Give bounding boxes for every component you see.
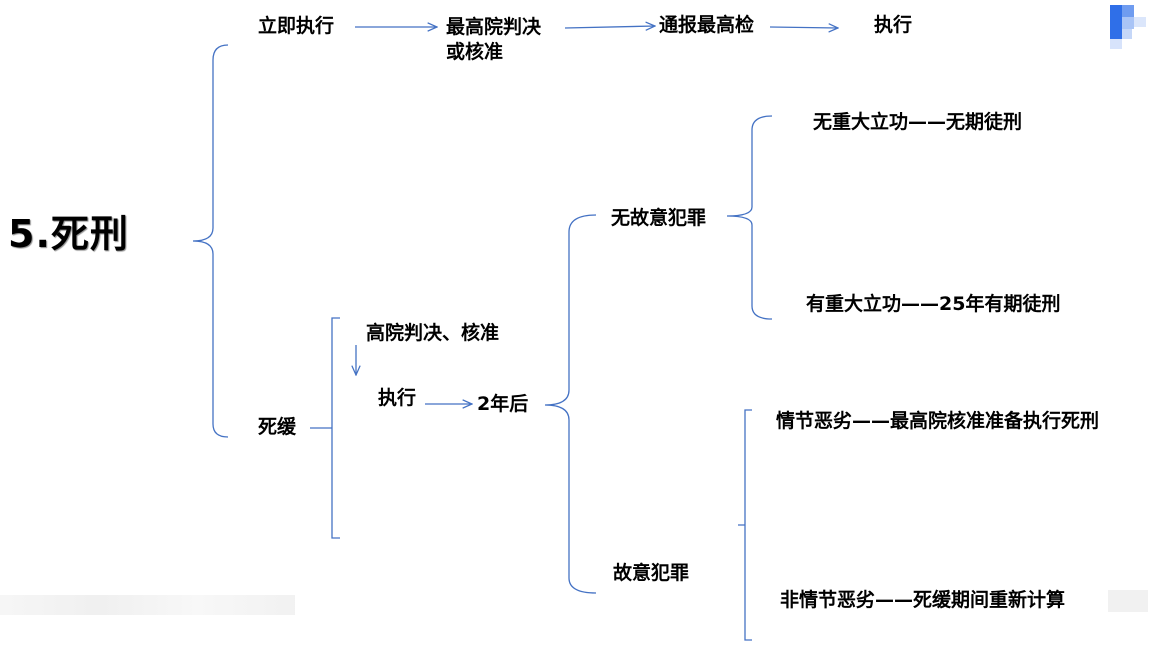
intent-label: 故意犯罪 xyxy=(613,562,690,584)
immediate-step3: 执行 xyxy=(874,14,913,36)
blur-artifact xyxy=(1108,590,1148,612)
no-intent-label: 无故意犯罪 xyxy=(611,207,707,229)
logo-icon xyxy=(1110,5,1146,49)
no-intent-merit: 有重大立功——25年有期徒刑 xyxy=(806,293,1061,315)
immediate-step2: 通报最高检 xyxy=(659,14,755,36)
suspended-execute: 执行 xyxy=(378,387,417,409)
suspended-label: 死缓 xyxy=(258,416,297,438)
suspended-approve: 高院判决、核准 xyxy=(366,322,500,344)
main-brace xyxy=(192,44,229,438)
immediate-step1-line2: 或核准 xyxy=(446,41,504,63)
arrow-immediate-3 xyxy=(769,27,838,28)
intent-brace xyxy=(738,409,752,641)
blur-artifact xyxy=(0,595,295,615)
arrow-immediate-2 xyxy=(564,26,655,28)
intent-not-severe: 非情节恶劣——死缓期间重新计算 xyxy=(780,589,1066,611)
no-intent-brace xyxy=(726,115,773,320)
suspended-after: 2年后 xyxy=(477,393,529,415)
immediate-label: 立即执行 xyxy=(258,15,335,37)
after-brace xyxy=(544,214,597,594)
intent-severe: 情节恶劣——最高院核准准备执行死刑 xyxy=(776,410,1100,432)
immediate-step1-line1: 最高院判决 xyxy=(446,16,542,38)
page-title: 5.死刑 xyxy=(8,212,129,256)
no-intent-no-merit: 无重大立功——无期徒刑 xyxy=(813,111,1023,133)
suspended-brace xyxy=(310,317,340,539)
